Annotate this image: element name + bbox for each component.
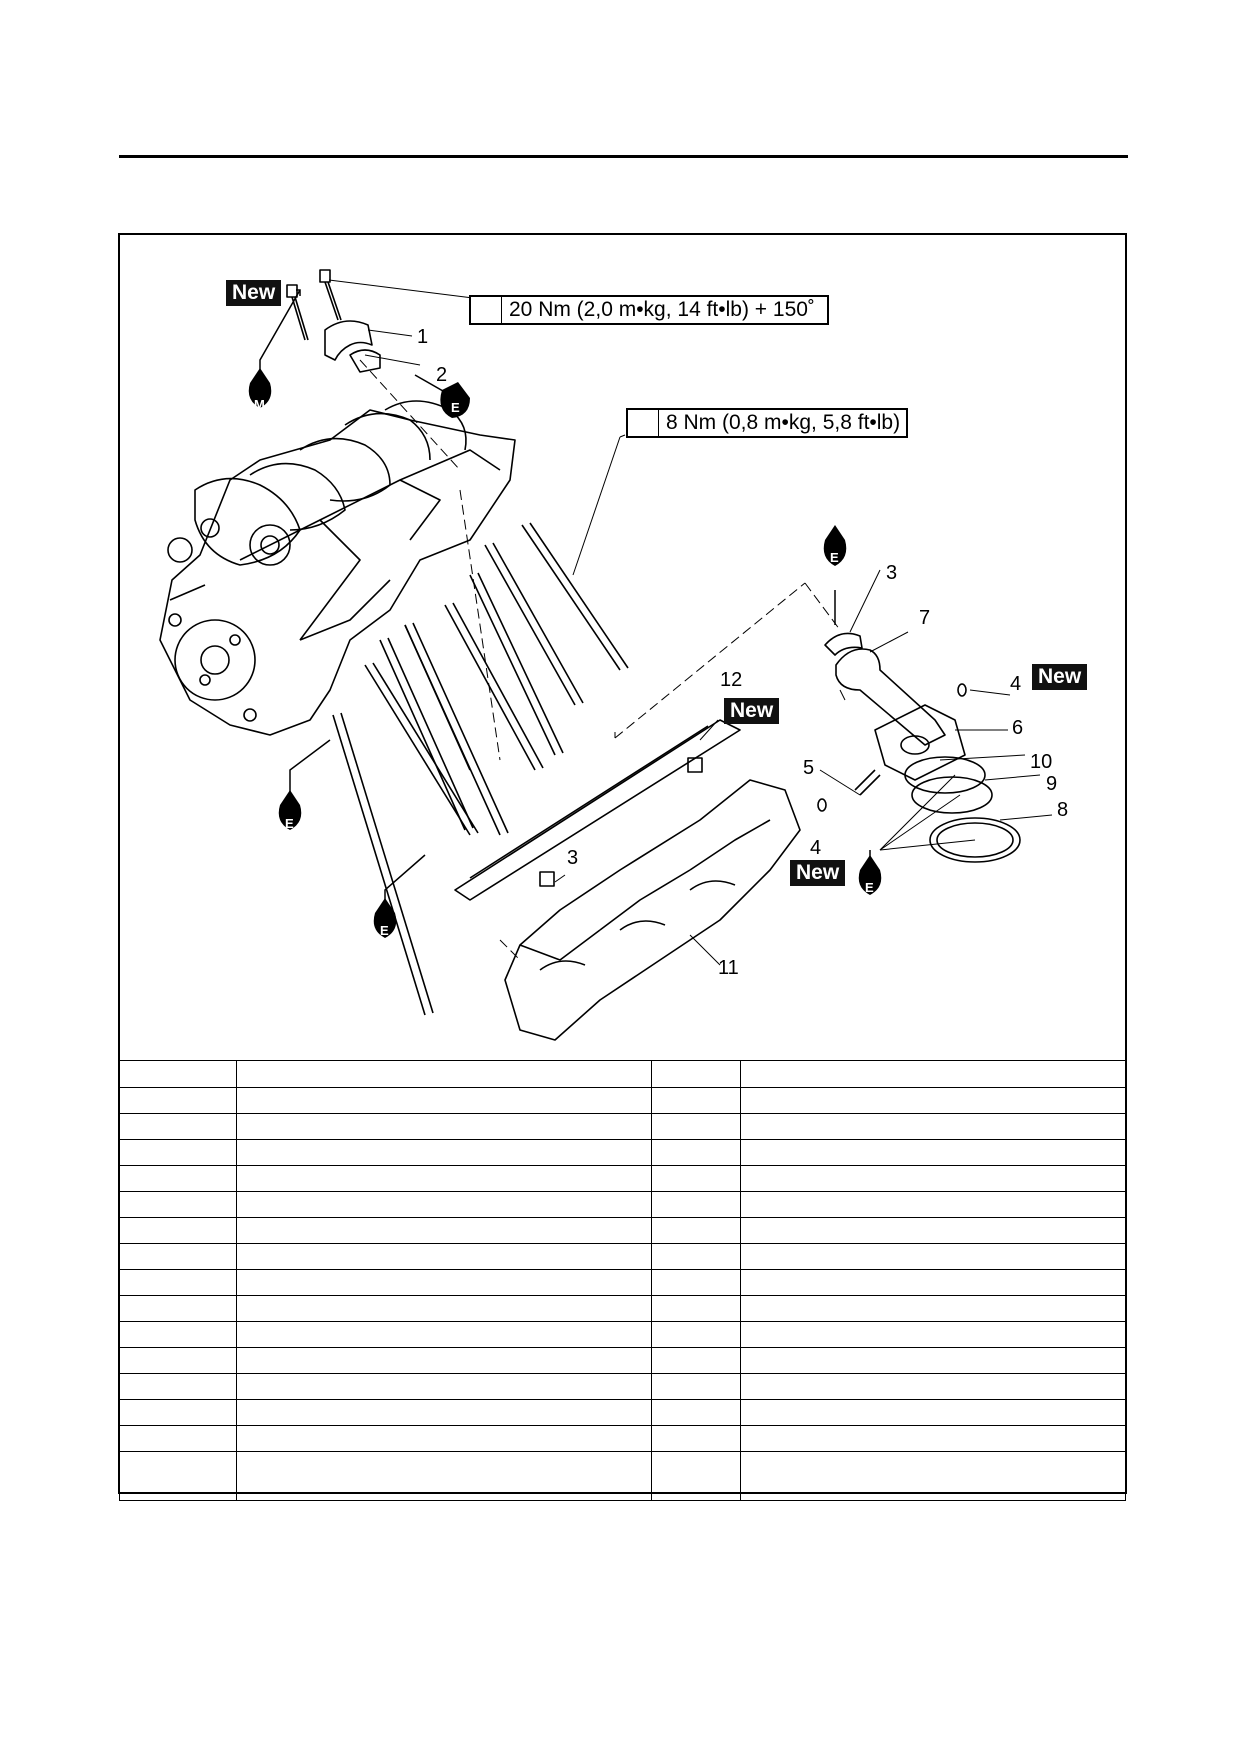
table-row: [119, 1087, 1126, 1114]
lube-symbol-e: E: [380, 923, 389, 938]
header-rule: [119, 155, 1128, 158]
crankcase-assembly: [159, 400, 516, 736]
table-row: [119, 1347, 1126, 1374]
callout-1: 1: [417, 326, 429, 348]
through-studs: [332, 522, 629, 1016]
main-cap-bolts: [286, 269, 342, 341]
table-row: [119, 1243, 1126, 1270]
lube-symbol-e: E: [451, 400, 460, 415]
lube-symbol-e: E: [865, 880, 874, 895]
lube-symbol-e: E: [830, 550, 839, 565]
table-row: [119, 1321, 1126, 1348]
table-row: [119, 1451, 1126, 1501]
parts-table: [119, 1060, 1126, 1501]
torque-wrench-icon: [628, 410, 659, 436]
table-row: [119, 1113, 1126, 1140]
table-row: [119, 1399, 1126, 1426]
torque-spec-text: 8 Nm (0,8 m•kg, 5,8 ft•lb): [666, 411, 901, 434]
bearing-cap: [324, 320, 381, 373]
leader-lines: [328, 279, 1053, 966]
table-row: [119, 1373, 1126, 1400]
callout-6: 6: [1012, 717, 1024, 739]
callout-12: 12: [720, 669, 743, 691]
table-row: [119, 1425, 1126, 1452]
lube-droppers: [248, 368, 882, 938]
table-row: [119, 1269, 1126, 1296]
lower-crankcase: [504, 757, 801, 1041]
new-part-badge: New: [226, 280, 282, 306]
callout-2: 2: [436, 364, 448, 386]
callout-5: 5: [803, 757, 815, 779]
piston: [854, 704, 966, 796]
table-row: [119, 1165, 1126, 1192]
callout-11: 11: [718, 957, 739, 979]
new-part-badge: New: [790, 860, 846, 886]
callout-9: 9: [1046, 773, 1058, 795]
exploded-diagram: [159, 269, 1053, 1041]
torque-spec-box: 20 Nm (2,0 m•kg, 14 ft•lb) + 150˚: [469, 295, 829, 325]
new-part-badge: New: [724, 698, 780, 724]
gasket: [454, 719, 741, 901]
callout-4: 4: [1010, 673, 1022, 695]
lube-symbol-e: E: [285, 816, 294, 831]
torque-wrench-icon: [471, 297, 502, 323]
callout-10: 10: [1030, 751, 1053, 773]
torque-spec-box: 8 Nm (0,8 m•kg, 5,8 ft•lb): [626, 408, 908, 438]
table-row: [119, 1217, 1126, 1244]
connecting-rod: [824, 632, 946, 746]
torque-spec-text: 20 Nm (2,0 m•kg, 14 ft•lb) + 150˚: [509, 298, 815, 321]
table-row: [119, 1060, 1126, 1088]
new-part-badge: New: [1032, 664, 1088, 690]
callout-3: 3: [886, 562, 898, 584]
callout-3: 3: [567, 847, 579, 869]
table-row: [119, 1139, 1126, 1166]
circlip: [957, 683, 967, 697]
table-row: [119, 1191, 1126, 1218]
circlip: [817, 798, 827, 812]
callout-8: 8: [1057, 799, 1069, 821]
piston-rings: [904, 756, 1021, 863]
callout-4: 4: [810, 837, 822, 859]
lube-symbol-m: M: [254, 397, 265, 412]
table-row: [119, 1295, 1126, 1322]
lubricant-arrows: [259, 289, 871, 905]
callout-7: 7: [919, 607, 931, 629]
